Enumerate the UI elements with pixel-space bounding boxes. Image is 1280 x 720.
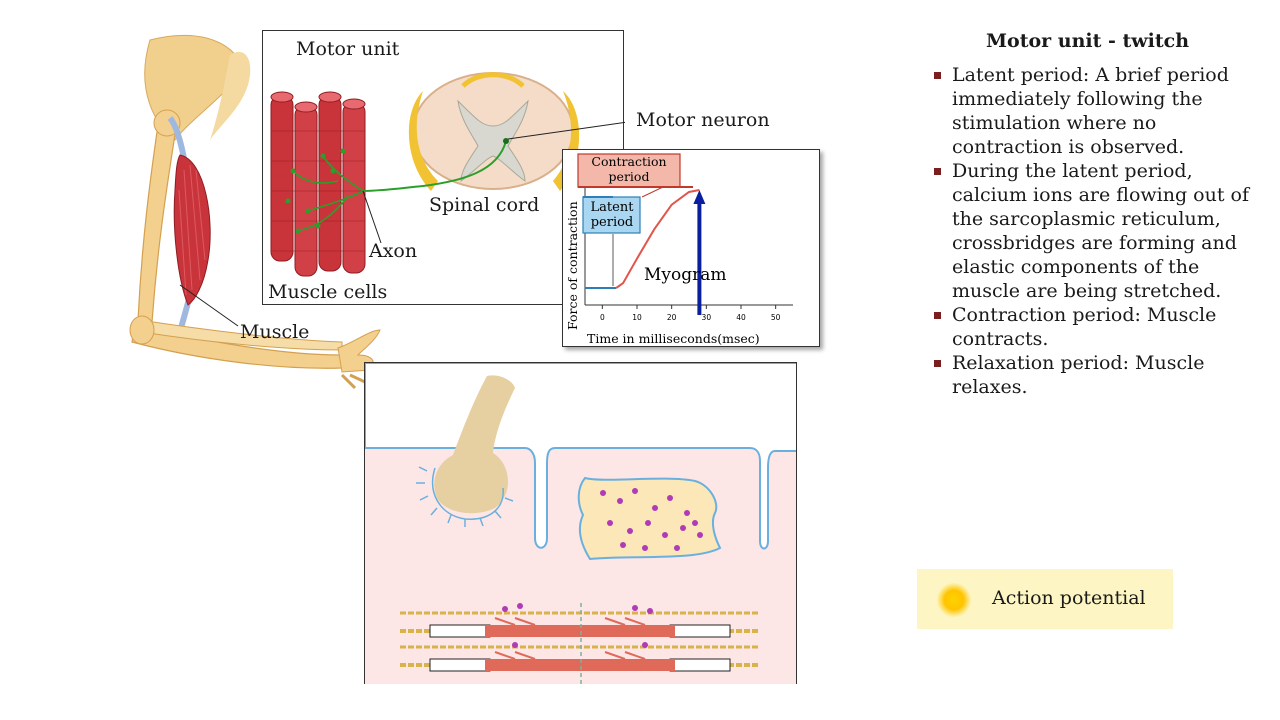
bullet-item: Latent period: A brief period immediatel… <box>932 63 1272 159</box>
action-potential-label: Action potential <box>992 587 1146 609</box>
action-potential-icon <box>937 583 971 617</box>
axon-path <box>362 140 507 192</box>
axon-label: Axon <box>369 240 418 262</box>
contraction-curve <box>615 189 700 289</box>
motor-neuron-pointer <box>507 121 625 140</box>
bullet-item: Contraction period: Muscle contracts. <box>932 303 1272 351</box>
muscle-fibers <box>270 91 366 277</box>
bullet-item: Relaxation period: Muscle relaxes. <box>932 351 1272 399</box>
x-tick-label: 0 <box>600 313 605 322</box>
y-axis-label: Force of contraction <box>565 201 580 330</box>
myogram-title: Myogram <box>644 265 727 285</box>
neuromuscular-junction-panel <box>364 362 797 684</box>
spinal-cord-section <box>408 72 580 191</box>
bullet-list: Latent period: A brief period immediatel… <box>932 63 1272 399</box>
latent-period-line2: period <box>591 215 634 230</box>
motor-unit-illustration <box>270 72 625 277</box>
bullet-marker <box>934 72 941 79</box>
bullet-marker <box>934 360 941 367</box>
bullet-marker <box>934 168 941 175</box>
x-tick-label: 10 <box>632 313 642 322</box>
x-tick-label: 20 <box>667 313 677 322</box>
myogram-panel: 0 10 20 30 40 50 Contraction period Latent pe… <box>562 149 820 347</box>
arm-illustration <box>129 34 381 390</box>
myogram-chart: 0 10 20 30 40 50 Contraction period Latent pe… <box>565 153 793 345</box>
action-potential-legend: Action potential <box>917 569 1173 629</box>
stimulus-arrow <box>693 190 706 315</box>
muscle-label: Muscle <box>240 321 310 343</box>
bullet-marker <box>934 312 941 319</box>
sarcomere-filaments <box>400 603 760 684</box>
neuromuscular-junction-illustration <box>365 363 796 684</box>
panel-title: Motor unit - twitch <box>985 30 1190 52</box>
x-tick-label: 30 <box>702 313 712 322</box>
axon-pointer <box>362 190 382 244</box>
motor-unit-title: Motor unit <box>296 38 400 60</box>
latent-period-box <box>582 196 641 234</box>
contraction-period-line1: Contraction <box>591 154 666 169</box>
latent-period-line1: Latent <box>591 200 635 215</box>
x-tick-label: 50 <box>771 313 781 322</box>
x-tick-label: 40 <box>736 313 746 322</box>
x-axis-label: Time in milliseconds(msec) <box>587 331 760 345</box>
contraction-period-line2: period <box>609 169 650 184</box>
bullet-item: During the latent period, calcium ions a… <box>932 159 1272 303</box>
muscle-cells-label: Muscle cells <box>268 281 388 303</box>
motor-neuron-label: Motor neuron <box>636 109 770 131</box>
spinal-cord-label: Spinal cord <box>429 194 540 216</box>
